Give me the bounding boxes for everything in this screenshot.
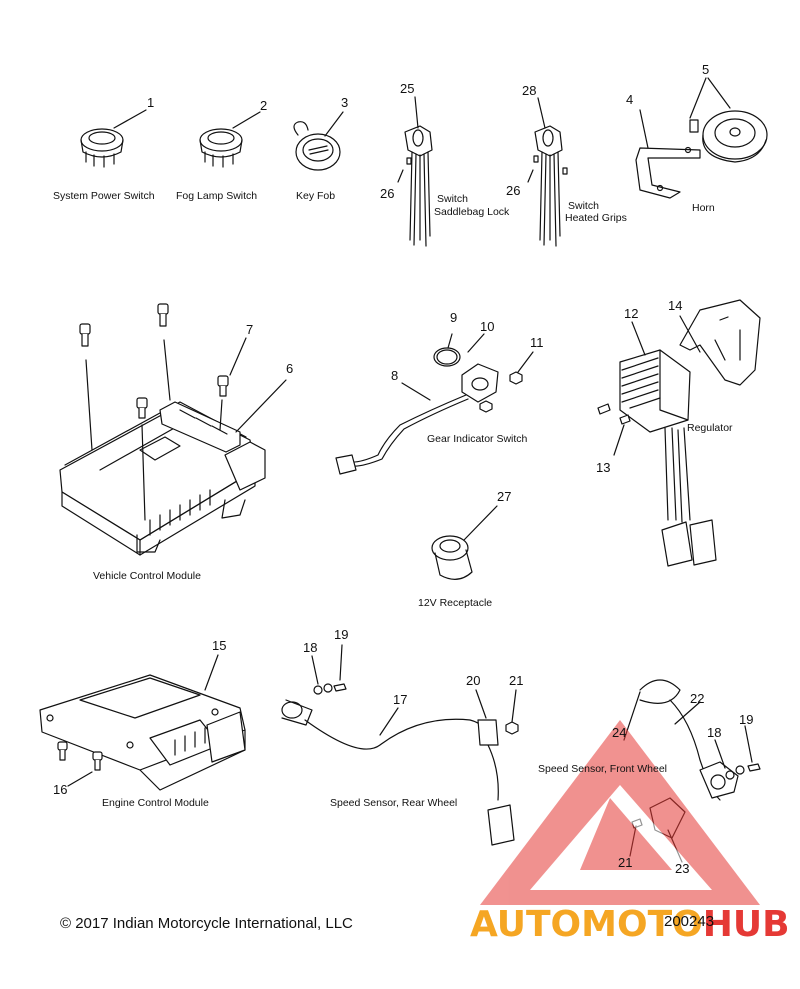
callout-6: 6: [286, 361, 294, 376]
caption-speed-sensor-rear-wheel: Speed Sensor, Rear Wheel: [330, 797, 458, 809]
heated-grips-switch-drawing: [527, 97, 568, 247]
caption-speed-sensor-front-wheel: Speed Sensor, Front Wheel: [538, 763, 667, 775]
rear-speed-sensor-drawing: [281, 644, 519, 846]
callout-25: 25: [400, 81, 415, 96]
callout-11: 11: [530, 335, 544, 350]
caption-switch-saddlebag-line1: Switch: [437, 193, 468, 205]
callout-26-a: 26: [380, 186, 395, 201]
callout-4: 4: [626, 92, 634, 107]
12v-receptacle-drawing: [431, 505, 498, 580]
callout-16: 16: [53, 782, 68, 797]
callout-15: 15: [212, 638, 227, 653]
callout-2: 2: [260, 98, 268, 113]
caption-switch-heated-grips-line1: Switch: [568, 200, 599, 212]
vehicle-control-module-drawing: [59, 303, 287, 556]
callout-14: 14: [668, 298, 683, 313]
caption-engine-control-module: Engine Control Module: [102, 797, 209, 809]
watermark-logo-icon: [480, 720, 760, 905]
callout-27: 27: [497, 489, 512, 504]
key-fob-drawing: [293, 111, 344, 171]
callout-21-a: 21: [509, 673, 524, 688]
callout-28: 28: [522, 83, 537, 98]
engine-control-module-drawing: [39, 654, 246, 791]
callout-18-a: 18: [303, 640, 318, 655]
caption-system-power-switch: System Power Switch: [53, 190, 155, 202]
regulator-drawing: [597, 299, 761, 567]
callout-17: 17: [393, 692, 408, 707]
caption-switch-saddlebag-line2: Saddlebag Lock: [434, 206, 510, 218]
callout-18-b: 18: [707, 725, 722, 740]
caption-fog-lamp-switch: Fog Lamp Switch: [176, 190, 258, 202]
callout-22: 22: [690, 691, 705, 706]
callout-5: 5: [702, 62, 710, 77]
system-power-switch-drawing: [80, 109, 147, 168]
horn-drawing: [635, 77, 768, 199]
caption-regulator: Regulator: [687, 422, 733, 434]
caption-horn: Horn: [692, 202, 715, 214]
callout-13: 13: [596, 460, 611, 475]
callout-26-b: 26: [506, 183, 521, 198]
callout-19-b: 19: [739, 712, 754, 727]
fog-lamp-switch-drawing: [199, 111, 261, 168]
saddlebag-lock-switch-drawing: [397, 96, 433, 247]
callout-8: 8: [391, 368, 399, 383]
caption-vehicle-control-module: Vehicle Control Module: [93, 570, 201, 582]
copyright-text: © 2017 Indian Motorcycle International, …: [60, 915, 353, 932]
callout-7: 7: [246, 322, 254, 337]
caption-key-fob: Key Fob: [296, 190, 336, 202]
callout-19-a: 19: [334, 627, 349, 642]
gear-indicator-switch-drawing: [335, 333, 534, 475]
watermark-text-part1: AUTOMOTO: [470, 904, 703, 945]
callout-21-b: 21: [618, 855, 633, 870]
callout-23: 23: [675, 861, 690, 876]
watermark-text-part2: HUB: [702, 904, 790, 945]
caption-gear-indicator-switch: Gear Indicator Switch: [427, 433, 528, 445]
callout-20: 20: [466, 673, 481, 688]
watermark-text: AUTOMOTOHUB: [470, 905, 790, 945]
callout-24: 24: [612, 725, 627, 740]
diagram-id: 200243: [664, 913, 715, 930]
callout-1: 1: [147, 95, 155, 110]
callout-10: 10: [480, 319, 495, 334]
caption-12v-receptacle: 12V Receptacle: [418, 597, 493, 609]
caption-switch-heated-grips-line2: Heated Grips: [565, 212, 627, 224]
callout-3: 3: [341, 95, 349, 110]
callout-9: 9: [450, 310, 458, 325]
callout-12: 12: [624, 306, 639, 321]
